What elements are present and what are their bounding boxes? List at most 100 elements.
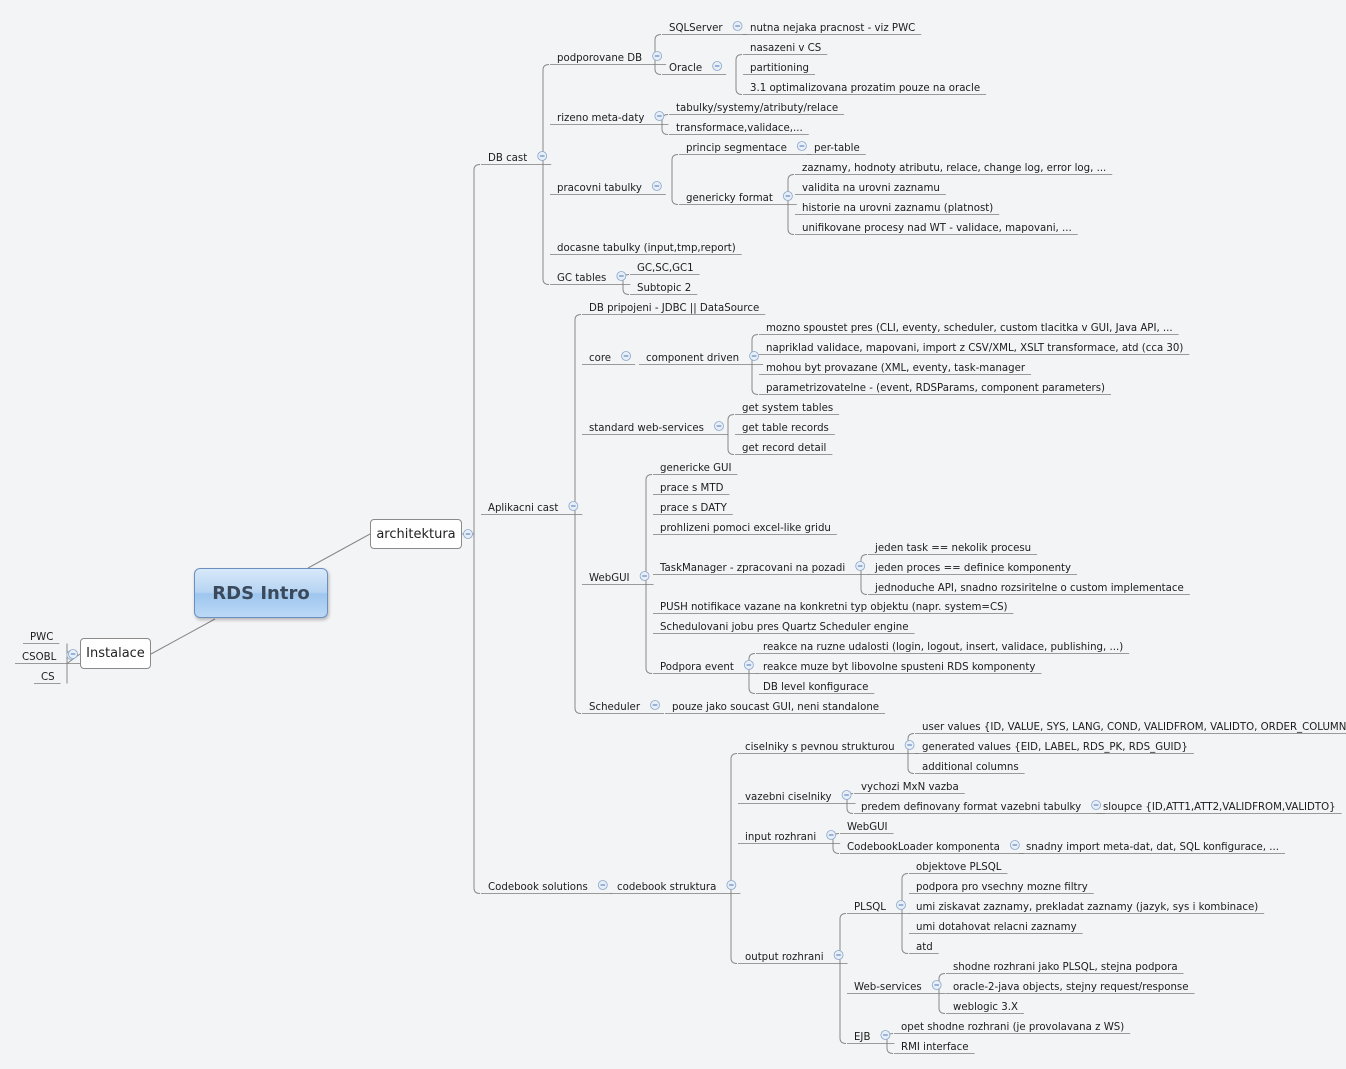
- node-jednoduche-api[interactable]: jednoduche API, snadno rozsiritelne o cu…: [868, 583, 1190, 595]
- node-cs[interactable]: CS: [34, 672, 61, 684]
- node-vychozi[interactable]: vychozi MxN vazba: [854, 782, 965, 794]
- node-predem[interactable]: predem definovany format vazebni tabulky: [854, 802, 1106, 814]
- node-shodne[interactable]: shodne rozhrani jako PLSQL, stejna podpo…: [946, 962, 1184, 974]
- node-validita[interactable]: validita na urovni zaznamu: [795, 183, 946, 195]
- node-optimalizovana[interactable]: 3.1 optimalizovana prozatim pouze na ora…: [743, 83, 987, 95]
- node-core[interactable]: core: [582, 353, 636, 365]
- node-user-values[interactable]: user values {ID, VALUE, SYS, LANG, COND,…: [915, 722, 1346, 734]
- collapse-toggle-icon[interactable]: [880, 1030, 891, 1040]
- node-per-table[interactable]: per-table: [807, 143, 866, 155]
- node-sqlserver[interactable]: SQLServer: [662, 23, 747, 35]
- node-get-table[interactable]: get table records: [735, 423, 835, 435]
- collapse-toggle-icon[interactable]: [1009, 840, 1020, 850]
- node-nasazeni-cs[interactable]: nasazeni v CS: [743, 43, 828, 55]
- collapse-toggle-icon[interactable]: [654, 111, 665, 121]
- node-podporovane-db[interactable]: podporovane DB: [550, 53, 667, 65]
- node-pouze-jako[interactable]: pouze jako soucast GUI, neni standalone: [665, 702, 886, 714]
- collapse-toggle-icon[interactable]: [931, 980, 942, 990]
- node-aplikacni-cast[interactable]: Aplikacni cast: [481, 503, 583, 515]
- node-additional[interactable]: additional columns: [915, 762, 1025, 774]
- topic-architektura[interactable]: architektura: [370, 519, 462, 549]
- collapse-toggle-icon[interactable]: [537, 151, 548, 161]
- collapse-toggle-icon[interactable]: [749, 351, 760, 361]
- node-subtopic2[interactable]: Subtopic 2: [630, 283, 698, 295]
- collapse-toggle-icon[interactable]: [68, 649, 78, 659]
- node-get-record[interactable]: get record detail: [735, 443, 833, 455]
- topic-instalace[interactable]: Instalace: [80, 638, 151, 669]
- node-scheduler[interactable]: Scheduler: [582, 702, 665, 714]
- node-get-system[interactable]: get system tables: [735, 403, 840, 415]
- node-docasne[interactable]: docasne tabulky (input,tmp,report): [550, 243, 742, 255]
- collapse-toggle-icon[interactable]: [743, 660, 754, 670]
- node-genericke-gui[interactable]: genericke GUI: [653, 463, 738, 475]
- collapse-toggle-icon[interactable]: [732, 21, 743, 31]
- collapse-toggle-icon[interactable]: [833, 950, 844, 960]
- node-codebook-struktura[interactable]: codebook struktura: [610, 882, 741, 894]
- node-parametrizovatelne[interactable]: parametrizovatelne - (event, RDSParams, …: [759, 383, 1112, 395]
- collapse-toggle-icon[interactable]: [896, 900, 906, 910]
- node-tabulky-systemy[interactable]: tabulky/systemy/atributy/relace: [669, 103, 845, 115]
- collapse-toggle-icon[interactable]: [726, 880, 737, 890]
- node-mozno-spoustet[interactable]: mozno spoustet pres (CLI, eventy, schedu…: [759, 323, 1179, 335]
- collapse-toggle-icon[interactable]: [463, 529, 473, 539]
- node-plsql[interactable]: PLSQL: [847, 902, 910, 914]
- node-rizeno-meta[interactable]: rizeno meta-daty: [550, 113, 669, 125]
- node-input-rozhrani[interactable]: input rozhrani: [738, 832, 841, 844]
- node-jeden-proces[interactable]: jeden proces == definice komponenty: [868, 563, 1078, 575]
- node-ciselniky-pevnou[interactable]: ciselniky s pevnou strukturou: [738, 742, 919, 754]
- collapse-toggle-icon[interactable]: [714, 421, 724, 431]
- node-db-pripojeni[interactable]: DB pripojeni - JDBC || DataSource: [582, 303, 766, 315]
- collapse-toggle-icon[interactable]: [796, 141, 807, 151]
- node-reakce-udalosti[interactable]: reakce na ruzne udalosti (login, logout,…: [756, 642, 1130, 654]
- node-pwc[interactable]: PWC: [23, 632, 60, 644]
- node-db-cast[interactable]: DB cast: [481, 153, 552, 165]
- node-umi-dotahovat[interactable]: umi dotahovat relacni zaznamy: [909, 922, 1083, 934]
- node-snadny-import[interactable]: snadny import meta-dat, dat, SQL konfigu…: [1019, 842, 1285, 854]
- node-prohlizeni[interactable]: prohlizeni pomoci excel-like gridu: [653, 523, 837, 535]
- collapse-toggle-icon[interactable]: [782, 191, 793, 201]
- node-push[interactable]: PUSH notifikace vazane na konkretni typ …: [653, 602, 1014, 614]
- node-csobl[interactable]: CSOBL: [15, 652, 81, 664]
- node-gc-tables[interactable]: GC tables: [550, 273, 631, 285]
- node-db-level[interactable]: DB level konfigurace: [756, 682, 875, 694]
- collapse-toggle-icon[interactable]: [841, 790, 852, 800]
- node-zaznamy-hodnoty[interactable]: zaznamy, hodnoty atributu, relace, chang…: [795, 163, 1113, 175]
- node-generated-values[interactable]: generated values {EID, LABEL, RDS_PK, RD…: [915, 742, 1194, 754]
- node-objektove[interactable]: objektove PLSQL: [909, 862, 1008, 874]
- node-unifikovane[interactable]: unifikovane procesy nad WT - validace, m…: [795, 223, 1078, 235]
- node-mohou-byt[interactable]: mohou byt provazane (XML, eventy, task-m…: [759, 363, 1032, 375]
- node-reakce-muze[interactable]: reakce muze byt libovolne spusteni RDS k…: [756, 662, 1042, 674]
- node-taskmanager[interactable]: TaskManager - zpracovani na pozadi: [653, 563, 870, 575]
- node-podpora-event[interactable]: Podpora event: [653, 662, 758, 674]
- node-atd[interactable]: atd: [909, 942, 939, 954]
- node-weblogic[interactable]: weblogic 3.X: [946, 1002, 1024, 1014]
- node-output-rozhrani[interactable]: output rozhrani: [738, 952, 848, 964]
- node-oracle2java[interactable]: oracle-2-java objects, stejny request/re…: [946, 982, 1195, 994]
- collapse-toggle-icon[interactable]: [597, 880, 608, 890]
- node-opet[interactable]: opet shodne rozhrani (je provolavana z W…: [894, 1022, 1131, 1034]
- node-napriklad[interactable]: napriklad validace, mapovani, import z C…: [759, 343, 1190, 355]
- node-pracovni-tabulky[interactable]: pracovni tabulky: [550, 183, 666, 195]
- node-umi-ziskavat[interactable]: umi ziskavat zaznamy, prekladat zaznamy …: [909, 902, 1265, 914]
- collapse-toggle-icon[interactable]: [568, 501, 579, 511]
- node-genericky-format[interactable]: genericky format: [679, 193, 797, 205]
- collapse-toggle-icon[interactable]: [904, 740, 915, 750]
- node-webgui[interactable]: WebGUI: [582, 573, 654, 585]
- collapse-toggle-icon[interactable]: [652, 51, 663, 61]
- node-standard-ws[interactable]: standard web-services: [582, 423, 728, 435]
- node-gc-sc[interactable]: GC,SC,GC1: [630, 263, 700, 275]
- collapse-toggle-icon[interactable]: [712, 61, 723, 71]
- node-rmi[interactable]: RMI interface: [894, 1042, 975, 1054]
- node-partitioning[interactable]: partitioning: [743, 63, 815, 75]
- node-component-driven[interactable]: component driven: [639, 353, 764, 365]
- collapse-toggle-icon[interactable]: [650, 700, 660, 710]
- node-codebook-solutions[interactable]: Codebook solutions: [481, 882, 612, 894]
- node-sloupce[interactable]: sloupce {ID,ATT1,ATT2,VALIDFROM,VALIDTO}: [1096, 802, 1342, 814]
- central-topic[interactable]: RDS Intro: [194, 568, 328, 618]
- collapse-toggle-icon[interactable]: [826, 830, 837, 840]
- node-princip-segmentace[interactable]: princip segmentace: [679, 143, 811, 155]
- node-sqlserver-note[interactable]: nutna nejaka pracnost - viz PWC: [743, 23, 922, 35]
- collapse-toggle-icon[interactable]: [616, 271, 627, 281]
- node-podpora-filtry[interactable]: podpora pro vsechny mozne filtry: [909, 882, 1094, 894]
- collapse-toggle-icon[interactable]: [621, 351, 631, 361]
